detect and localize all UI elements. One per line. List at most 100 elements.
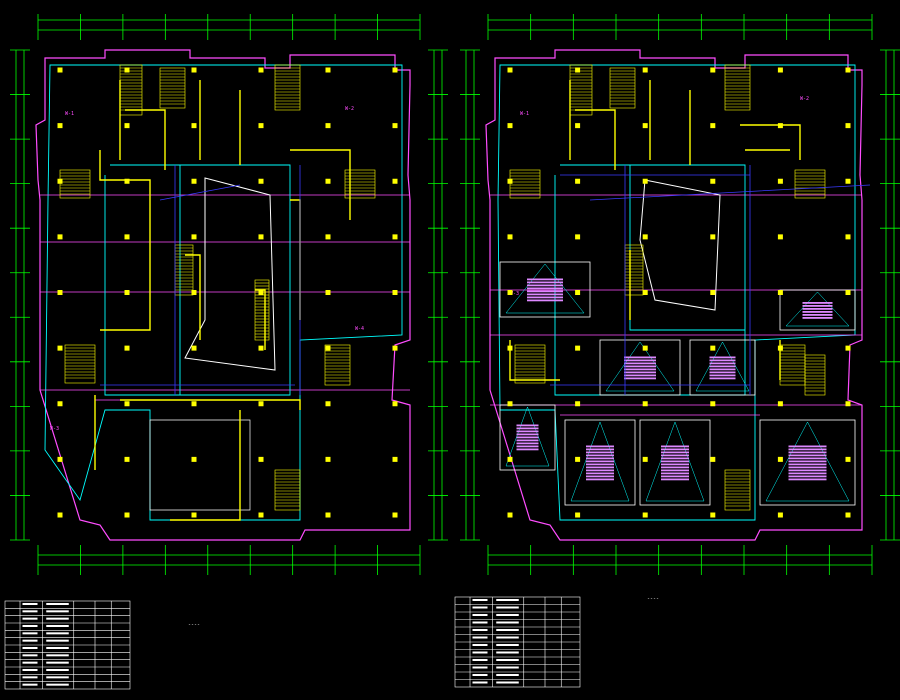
projection-cone — [785, 291, 850, 327]
structural-column — [507, 234, 513, 240]
seat-row — [624, 368, 656, 371]
seat-row — [661, 472, 689, 475]
seat-row — [802, 314, 833, 316]
title-block-text-stroke — [496, 636, 519, 639]
structural-column — [777, 67, 783, 73]
seat-row — [516, 445, 539, 448]
seat-row — [527, 284, 563, 287]
structural-column — [57, 345, 63, 351]
seat-row — [516, 433, 539, 436]
structural-column — [777, 512, 783, 518]
seat-row — [624, 356, 656, 359]
structural-column — [777, 123, 783, 129]
structural-column — [57, 290, 63, 295]
structural-column — [642, 178, 648, 184]
structural-column — [325, 290, 331, 295]
seat-row — [802, 308, 833, 310]
seat-row — [516, 430, 539, 433]
structural-column — [124, 512, 130, 518]
structural-column — [124, 67, 130, 73]
title-block-text-stroke — [46, 632, 69, 635]
title-block-text-stroke — [496, 651, 519, 654]
title-block-text-stroke — [46, 661, 69, 664]
structural-column — [777, 401, 783, 407]
right-stairs — [509, 64, 826, 511]
structural-column — [507, 401, 513, 407]
seat-row — [624, 374, 656, 377]
structural-column — [325, 512, 331, 518]
structural-column — [191, 67, 197, 73]
structural-column — [191, 456, 197, 462]
seat-row — [516, 439, 539, 442]
cinema-hall — [599, 339, 681, 396]
room-tag: W-2 — [800, 96, 809, 102]
left-room-tags: W-1 W-2 W-3 W-4 — [50, 106, 364, 432]
structural-column — [777, 456, 783, 462]
title-block-text-stroke — [46, 625, 69, 627]
stair-outline — [344, 169, 376, 199]
room-tag: W-2 — [345, 106, 354, 112]
right-drawing-note: ---- — [647, 596, 659, 602]
structural-column — [507, 67, 513, 73]
structural-column — [507, 345, 513, 351]
structural-column — [191, 123, 197, 129]
title-block-text-stroke — [496, 629, 519, 631]
left-atrium — [184, 177, 276, 371]
structural-column — [392, 234, 398, 240]
seat-row — [527, 287, 563, 290]
seat-row — [709, 362, 736, 365]
title-block-text-stroke — [472, 606, 488, 609]
seat-row — [586, 451, 614, 454]
left-room-partitions — [40, 194, 410, 401]
seat-row — [624, 362, 656, 365]
structural-column — [575, 401, 581, 407]
structural-column — [642, 67, 648, 73]
structural-column — [258, 512, 264, 518]
seat-row — [586, 448, 614, 451]
structural-column — [124, 456, 130, 462]
structural-column — [325, 178, 331, 184]
title-block-text-stroke — [472, 629, 488, 631]
title-block-text-stroke — [472, 599, 488, 601]
structural-column — [575, 178, 581, 184]
right-inner-outline — [497, 64, 856, 521]
structural-column — [575, 67, 581, 73]
seat-row — [788, 466, 827, 469]
left-inner-outline — [44, 64, 403, 521]
structural-column — [392, 512, 398, 518]
structural-column — [191, 178, 197, 184]
structural-column — [57, 401, 63, 407]
title-block-text-stroke — [472, 666, 488, 669]
title-block-text-stroke — [496, 674, 519, 676]
structural-column — [845, 345, 851, 351]
left-columns — [57, 67, 398, 518]
structural-column — [507, 123, 513, 129]
structural-column — [710, 401, 716, 407]
structural-column — [392, 345, 398, 351]
title-block-text-stroke — [22, 639, 38, 642]
left-title-block — [4, 600, 131, 690]
structural-column — [710, 456, 716, 462]
seat-row — [516, 427, 539, 430]
structural-column — [258, 401, 264, 407]
structural-column — [642, 345, 648, 351]
title-block-text-stroke — [46, 676, 69, 679]
seat-row — [586, 457, 614, 460]
seat-row — [586, 472, 614, 475]
title-block-text-stroke — [496, 621, 519, 624]
seat-row — [527, 278, 563, 281]
structural-column — [845, 67, 851, 73]
structural-column — [392, 401, 398, 407]
stair-outline — [509, 169, 541, 199]
right-cinema-halls — [499, 261, 856, 506]
seat-row — [661, 478, 689, 481]
seat-row — [709, 377, 736, 380]
seat-row — [661, 457, 689, 460]
right-building-wall — [485, 49, 863, 541]
structural-column — [710, 290, 716, 295]
seat-row — [788, 469, 827, 472]
title-block-text-stroke — [472, 681, 488, 684]
stair-outline — [274, 64, 301, 111]
right-floor-plan: W-1 W-2 W-3 — [460, 14, 900, 575]
structural-column — [325, 345, 331, 351]
